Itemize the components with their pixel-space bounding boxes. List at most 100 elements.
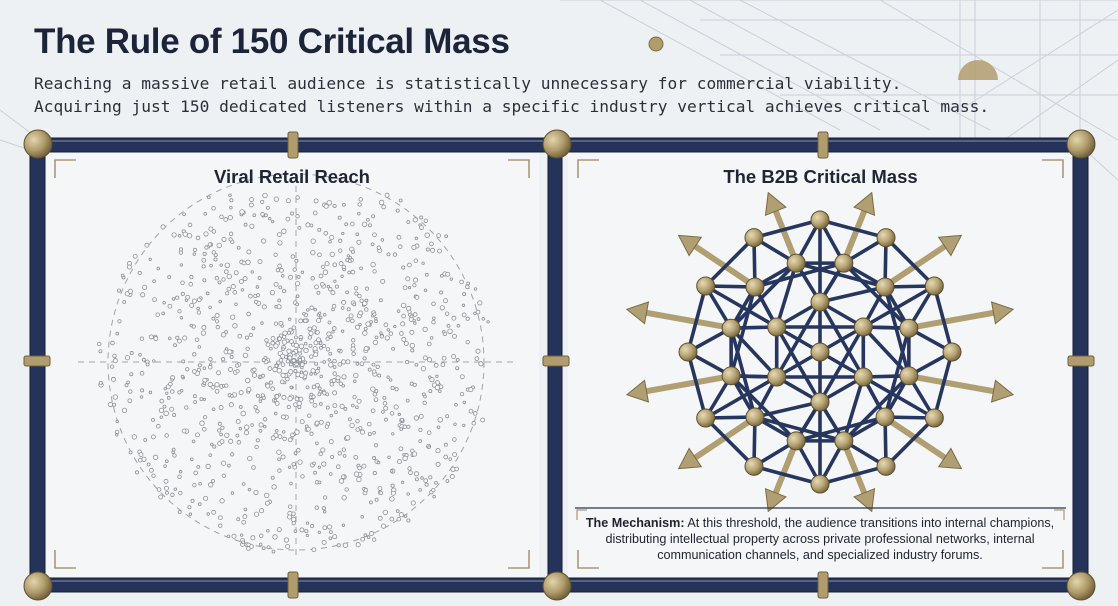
- scatter-dot: [277, 468, 282, 473]
- arrow-head: [937, 234, 963, 257]
- scatter-dot: [406, 220, 411, 224]
- scatter-dot: [204, 245, 209, 250]
- scatter-dot: [199, 397, 204, 402]
- scatter-dot: [418, 488, 422, 492]
- scatter-dot: [158, 407, 165, 414]
- scatter-dot: [316, 290, 321, 295]
- scatter-dot: [243, 430, 250, 436]
- scatter-dot: [332, 390, 338, 396]
- scatter-dot: [273, 343, 279, 349]
- scatter-dot: [223, 217, 229, 222]
- scatter-dot: [461, 312, 467, 318]
- scatter-dot: [329, 413, 333, 418]
- scatter-dot: [314, 505, 319, 510]
- scatter-dot: [420, 366, 426, 372]
- scatter-dot: [192, 247, 198, 252]
- scatter-guides: [78, 173, 515, 555]
- scatter-dot: [117, 288, 121, 293]
- scatter-dot: [359, 266, 363, 271]
- scatter-dot: [435, 374, 439, 378]
- lattice-node: [696, 276, 716, 296]
- scatter-dot: [340, 274, 344, 278]
- scatter-dot: [305, 533, 310, 538]
- scatter-dot: [173, 487, 177, 491]
- scatter-dot: [355, 405, 359, 410]
- scatter-dot: [412, 217, 418, 223]
- scatter-dot: [389, 469, 394, 473]
- scatter-dot: [461, 303, 466, 307]
- scatter-dot: [228, 193, 232, 198]
- scatter-dot: [260, 321, 264, 325]
- lattice-edge: [774, 300, 822, 379]
- scatter-dot: [322, 269, 329, 275]
- scatter-dot: [386, 252, 391, 257]
- arrow-head: [990, 301, 1015, 325]
- scatter-dot: [414, 295, 420, 300]
- scatter-dot: [407, 262, 412, 268]
- lattice-edge: [884, 235, 937, 288]
- scatter-dot: [312, 210, 318, 216]
- scatter-dot: [288, 317, 292, 321]
- scatter-dot: [429, 376, 435, 383]
- scatter-dot: [326, 524, 333, 530]
- scatter-dot: [141, 456, 147, 462]
- scatter-dot: [347, 259, 352, 263]
- scatter-dot: [321, 506, 326, 511]
- scatter-dot: [126, 380, 130, 385]
- scatter-dot: [226, 286, 232, 292]
- scatter-dot: [387, 455, 391, 459]
- scatter-dot: [396, 309, 401, 313]
- scatter-dot: [286, 404, 291, 410]
- lattice-node: [810, 392, 830, 412]
- scatter-dot: [379, 334, 384, 339]
- scatter-dot: [340, 306, 345, 310]
- scatter-dot: [277, 240, 283, 246]
- scatter-dot: [188, 512, 193, 516]
- scatter-dot: [217, 421, 222, 426]
- scatter-dot: [146, 462, 151, 467]
- scatter-dot: [285, 544, 291, 549]
- scatter-dot: [299, 372, 305, 379]
- lattice-edge: [753, 415, 846, 443]
- scatter-dot: [407, 466, 412, 471]
- scatter-dot: [393, 324, 397, 329]
- scatter-dot: [428, 475, 433, 480]
- lattice-edge: [883, 285, 911, 378]
- scatter-dot: [164, 485, 169, 491]
- scatter-dot: [160, 224, 166, 230]
- scatter-dot: [379, 331, 383, 335]
- scatter-dot: [349, 221, 355, 227]
- scatter-dot: [221, 236, 227, 242]
- scatter-dot: [188, 281, 194, 287]
- scatter-dot: [348, 255, 352, 260]
- scatter-dot: [326, 284, 331, 289]
- scatter-dot: [135, 470, 139, 475]
- scatter-dot: [313, 198, 319, 204]
- scatter-dot: [355, 542, 361, 548]
- scatter-dot: [258, 422, 264, 428]
- scatter-dot: [384, 417, 388, 422]
- lattice-node: [899, 318, 919, 338]
- scatter-dot: [264, 492, 270, 499]
- scatter-dot: [228, 237, 233, 242]
- scatter-dot: [219, 263, 223, 267]
- scatter-dot: [403, 341, 409, 346]
- scatter-dot: [462, 423, 466, 427]
- scatter-dot: [363, 487, 369, 493]
- scatter-dot: [372, 232, 377, 238]
- scatter-dot: [294, 429, 300, 435]
- scatter-dot: [249, 197, 255, 203]
- scatter-dot: [317, 386, 322, 391]
- scatter-dot: [290, 254, 295, 259]
- lattice-edge: [883, 326, 911, 419]
- scatter-dot: [265, 342, 271, 348]
- scatter-dot: [370, 261, 376, 268]
- scatter-dot: [420, 476, 424, 480]
- scatter-dot: [409, 342, 415, 349]
- scatter-dot: [405, 276, 411, 282]
- scatter-dot: [202, 427, 207, 432]
- scatter-dot: [310, 276, 315, 281]
- scatter-dot: [384, 335, 390, 341]
- scatter-dot: [163, 464, 167, 468]
- scatter-dot: [303, 347, 309, 354]
